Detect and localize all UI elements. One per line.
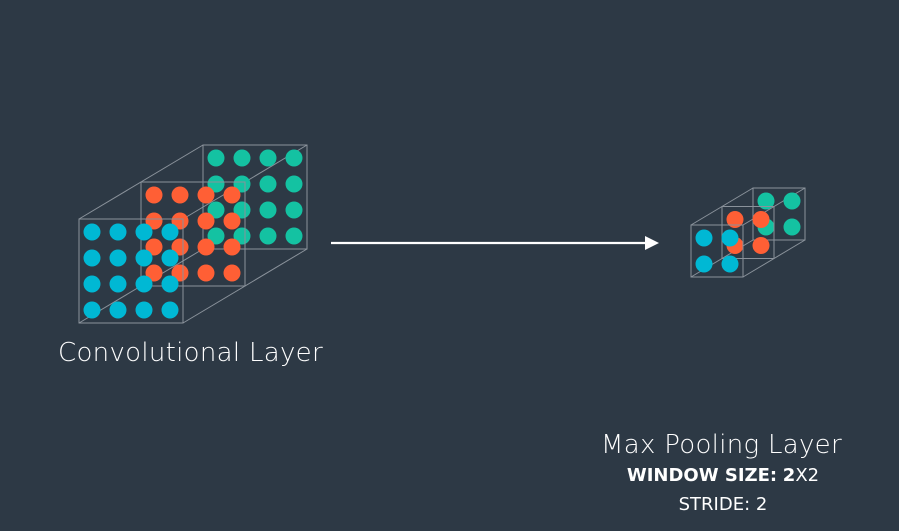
neuron-dot <box>223 238 241 256</box>
window-size-label: WINDOW SIZE: <box>626 465 778 486</box>
neuron-dot <box>83 275 101 293</box>
neuron-dot <box>83 249 101 267</box>
neuron-dot <box>223 186 241 204</box>
layer-frame <box>690 224 744 278</box>
neuron-dot <box>233 149 251 167</box>
stride-text: STRIDE: 2 <box>598 494 848 515</box>
neuron-dot <box>285 149 303 167</box>
neuron-dot <box>109 275 127 293</box>
stride-value: 2 <box>755 494 768 515</box>
max-pooling-layer-volume <box>690 187 806 278</box>
neuron-dot <box>197 212 215 230</box>
stride-label: STRIDE: <box>678 494 751 515</box>
neuron-dot <box>783 218 801 236</box>
neuron-dot <box>223 264 241 282</box>
layer-frame <box>78 218 184 324</box>
neuron-dot <box>233 201 251 219</box>
max-pooling-layer-label: Max Pooling Layer <box>601 430 842 460</box>
neuron-dot <box>259 201 277 219</box>
neuron-dot <box>259 175 277 193</box>
neuron-dot <box>223 212 241 230</box>
neuron-dot <box>171 186 189 204</box>
neuron-dot <box>83 223 101 241</box>
neuron-dot <box>145 212 163 230</box>
neuron-dot <box>259 149 277 167</box>
neuron-dot <box>109 223 127 241</box>
neuron-dot <box>726 211 744 228</box>
neuron-dot <box>207 227 225 245</box>
layer-frame <box>752 187 806 241</box>
arrow-head <box>645 236 659 250</box>
neuron-dot <box>171 238 189 256</box>
neuron-dot <box>285 175 303 193</box>
neuron-dot <box>161 275 179 293</box>
convolutional-layer-volume <box>78 144 308 324</box>
neuron-dot <box>207 175 225 193</box>
window-size-number: 2 <box>782 465 796 486</box>
neuron-dot <box>233 227 251 245</box>
neuron-dot <box>233 175 251 193</box>
neuron-dot <box>752 237 770 254</box>
neuron-dot <box>135 301 153 319</box>
neuron-dot <box>145 238 163 256</box>
neuron-dot <box>135 223 153 241</box>
neuron-dot <box>752 211 770 228</box>
window-size-text: WINDOW SIZE: 2X2 <box>598 465 848 486</box>
neuron-dot <box>197 186 215 204</box>
neuron-dot <box>757 192 775 210</box>
neuron-dot <box>197 238 215 256</box>
neuron-dot <box>207 149 225 167</box>
neuron-dot <box>135 249 153 267</box>
neuron-dot <box>109 301 127 319</box>
neuron-dot <box>109 249 127 267</box>
neuron-dot <box>83 301 101 319</box>
neuron-dot <box>135 275 153 293</box>
neuron-dot <box>207 201 225 219</box>
neuron-dot <box>259 227 277 245</box>
neuron-dot <box>145 264 163 282</box>
neuron-dot <box>285 201 303 219</box>
neuron-dot <box>145 186 163 204</box>
neuron-dot <box>161 223 179 241</box>
neuron-dot <box>721 255 739 273</box>
convolutional-layer-label: Convolutional Layer <box>58 338 323 368</box>
window-size-suffix: X2 <box>795 465 820 486</box>
neuron-dot <box>285 227 303 245</box>
neuron-dot <box>721 229 739 247</box>
neuron-dot <box>171 212 189 230</box>
neuron-dot <box>695 229 713 247</box>
neuron-dot <box>783 192 801 210</box>
neuron-dot <box>161 301 179 319</box>
neuron-dot <box>161 249 179 267</box>
neuron-dot <box>197 264 215 282</box>
layer-frame <box>721 206 775 259</box>
neuron-dot <box>695 255 713 273</box>
neuron-dot <box>171 264 189 282</box>
